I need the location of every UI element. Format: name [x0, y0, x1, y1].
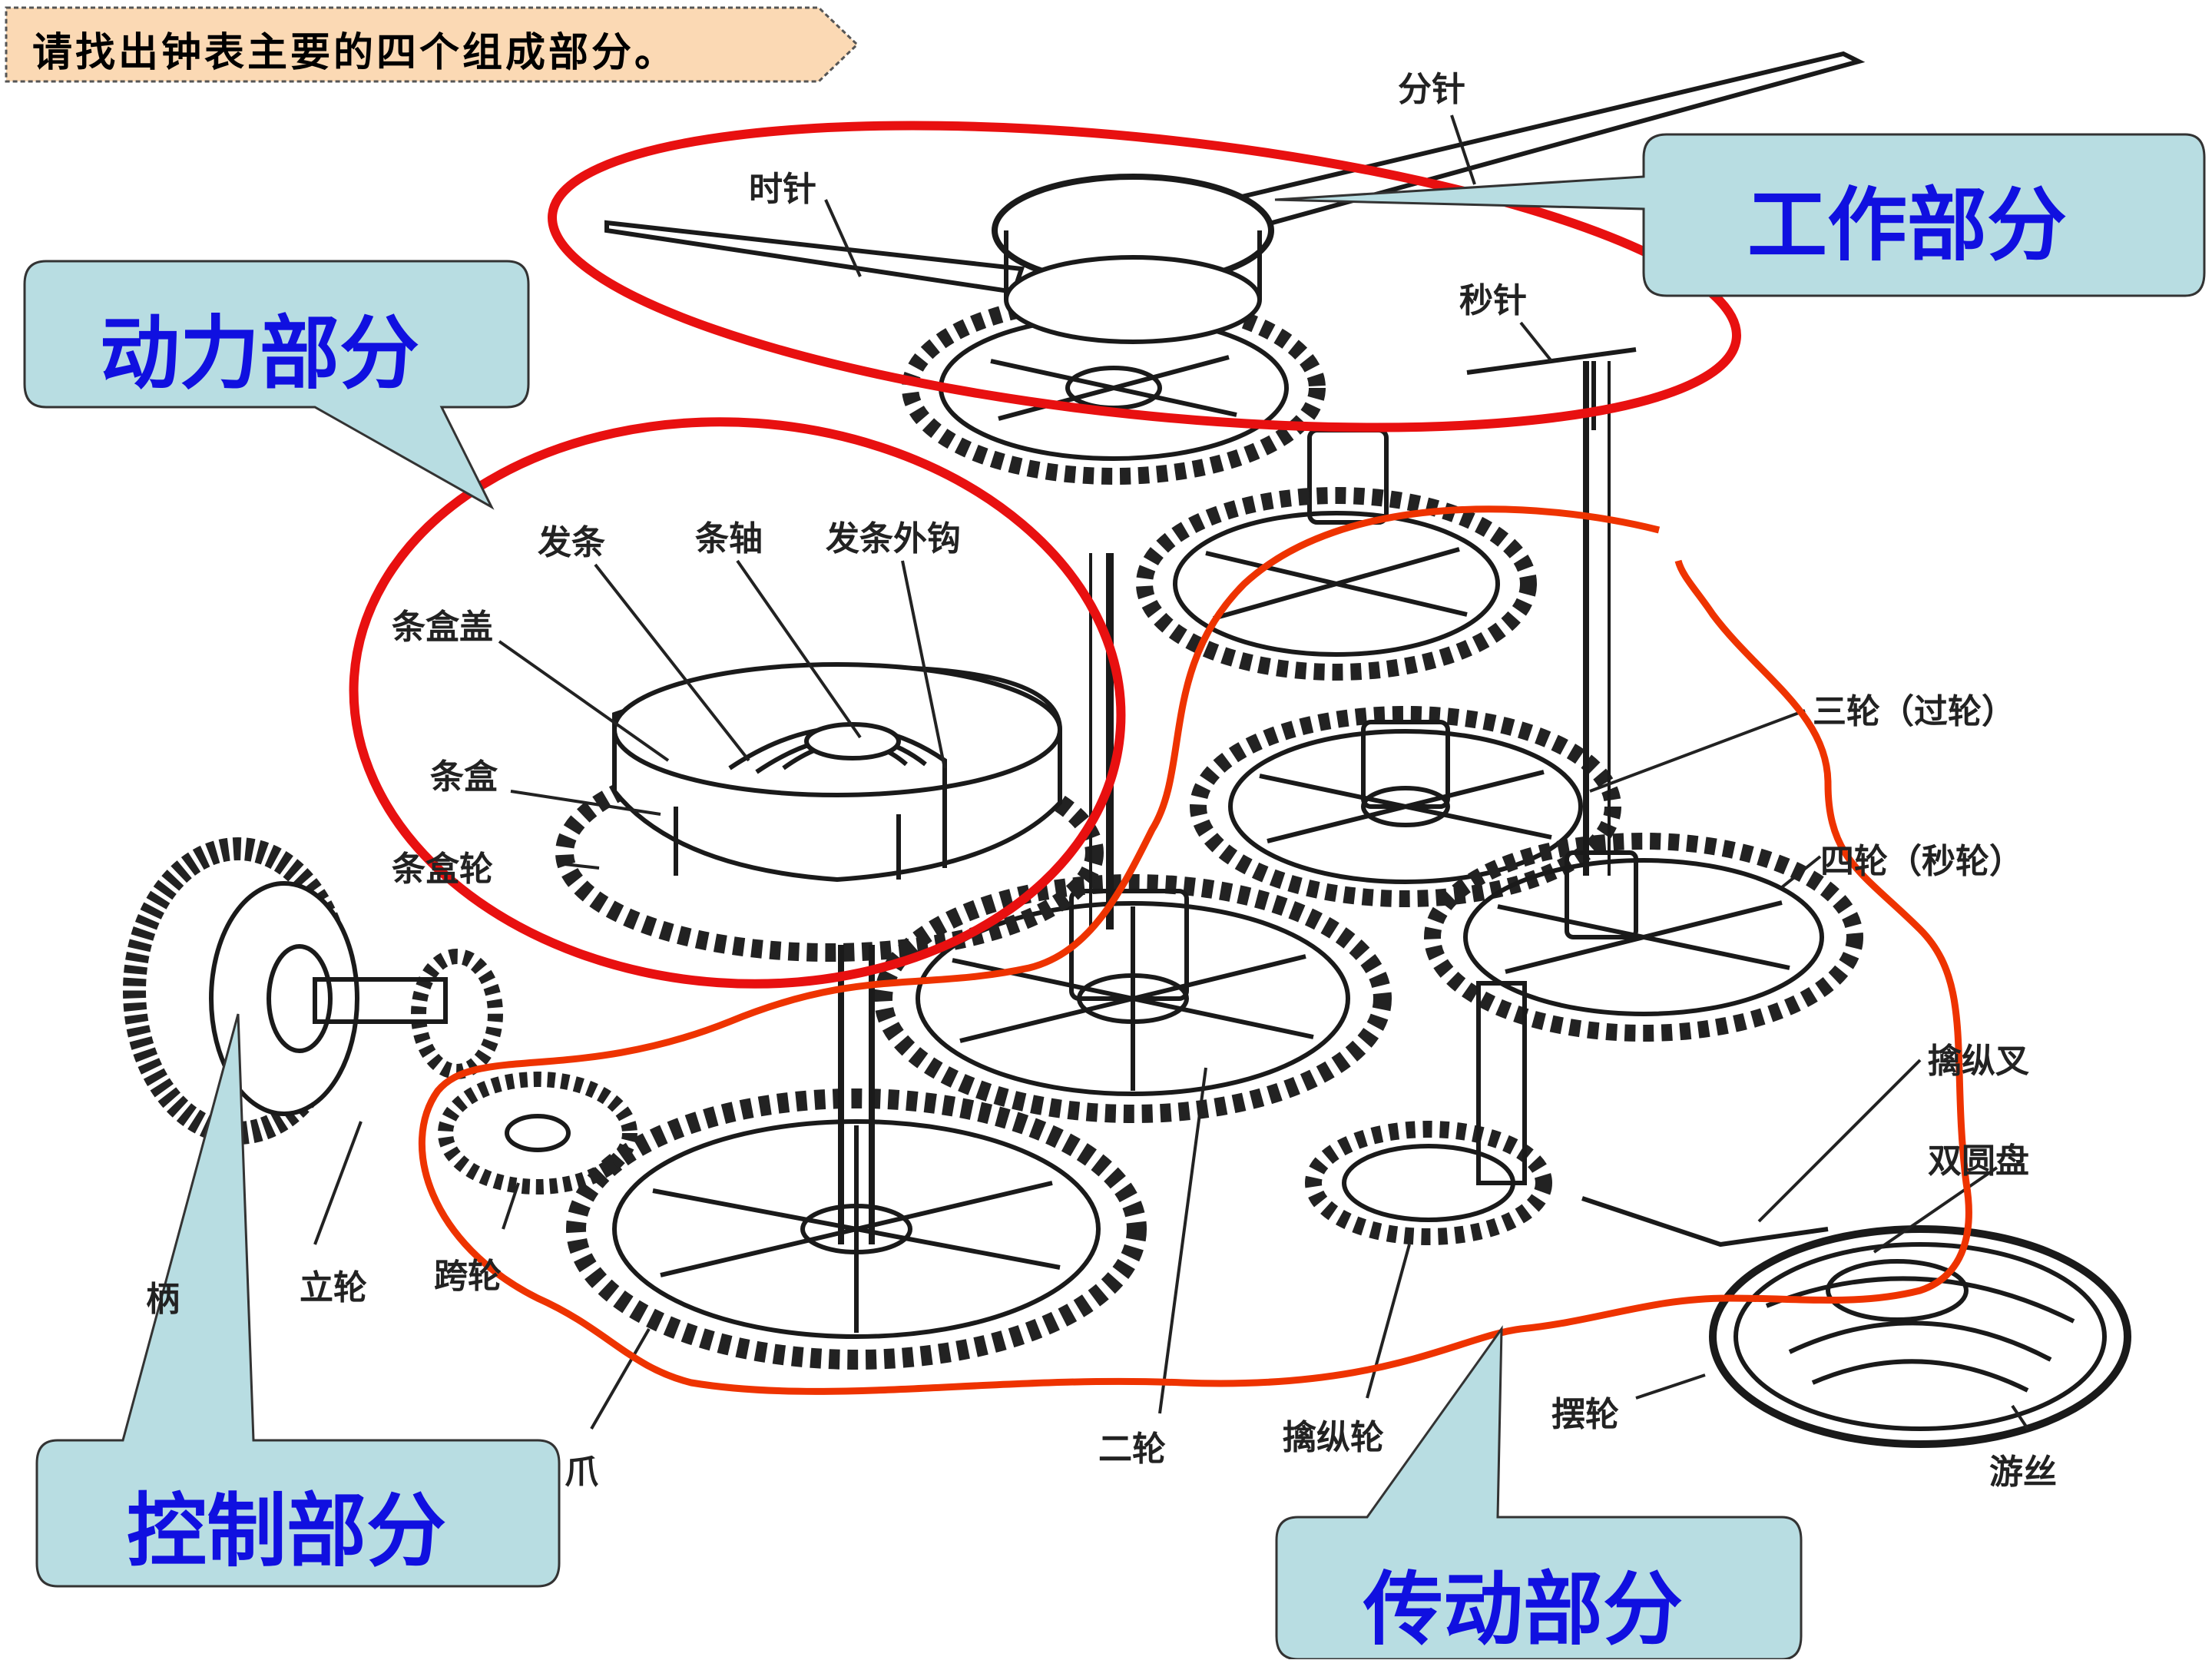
label-barrel: 条盒: [430, 757, 498, 797]
instruction-text: 请找出钟表主要的四个组成部分。: [32, 29, 678, 76]
power-callout-bubble: [23, 260, 530, 510]
clock-hands: [604, 51, 1866, 430]
control-callout-bubble: [35, 1013, 561, 1588]
label-barrel-cover: 条盒盖: [392, 608, 493, 647]
label-fourth-wheel: 四轮（秒轮）: [1820, 842, 2023, 881]
label-minute-hand: 分针: [1398, 70, 1465, 109]
label-crown: 柄: [146, 1280, 180, 1319]
control-part-label: 控制部分: [127, 1484, 447, 1578]
label-crown-wheel: 立轮: [300, 1268, 367, 1307]
label-balance-wheel: 摆轮: [1551, 1395, 1619, 1434]
transmission-part-loop: [419, 505, 1972, 1395]
work-part-label: 工作部分: [1747, 178, 2068, 272]
label-pallet-fork: 擒纵叉: [1928, 1042, 2029, 1081]
work-callout-bubble: [1274, 133, 2206, 297]
label-second-wheel: 二轮: [1098, 1430, 1166, 1469]
label-click: 爪: [565, 1453, 598, 1492]
transmission-part-label: 传动部分: [1363, 1562, 1684, 1656]
label-ratchet-wheel: 跨轮: [434, 1257, 502, 1296]
label-mainspring: 发条: [538, 523, 605, 562]
label-escape-wheel: 擒纵轮: [1283, 1418, 1384, 1457]
label-leaders: [313, 114, 2029, 1430]
label-hour-hand: 时针: [749, 170, 816, 209]
label-hairspring: 游丝: [1989, 1453, 2057, 1492]
instruction-banner: 请找出钟表主要的四个组成部分。: [5, 6, 861, 83]
label-double-roller: 双圆盘: [1928, 1141, 2029, 1181]
power-part-ellipse: [349, 417, 1126, 989]
label-mainspring-hook: 发条外钩: [826, 519, 961, 558]
work-part-ellipse: [548, 121, 1741, 432]
label-arbor: 条轴: [695, 519, 763, 558]
power-part-label: 动力部分: [100, 306, 420, 400]
mainspring-barrel: [612, 662, 1062, 883]
banner-shape: [5, 6, 859, 83]
label-second-hand: 秒针: [1459, 281, 1527, 320]
label-barrel-wheel: 条盒轮: [392, 850, 493, 889]
label-third-wheel: 三轮（过轮）: [1813, 692, 2015, 731]
